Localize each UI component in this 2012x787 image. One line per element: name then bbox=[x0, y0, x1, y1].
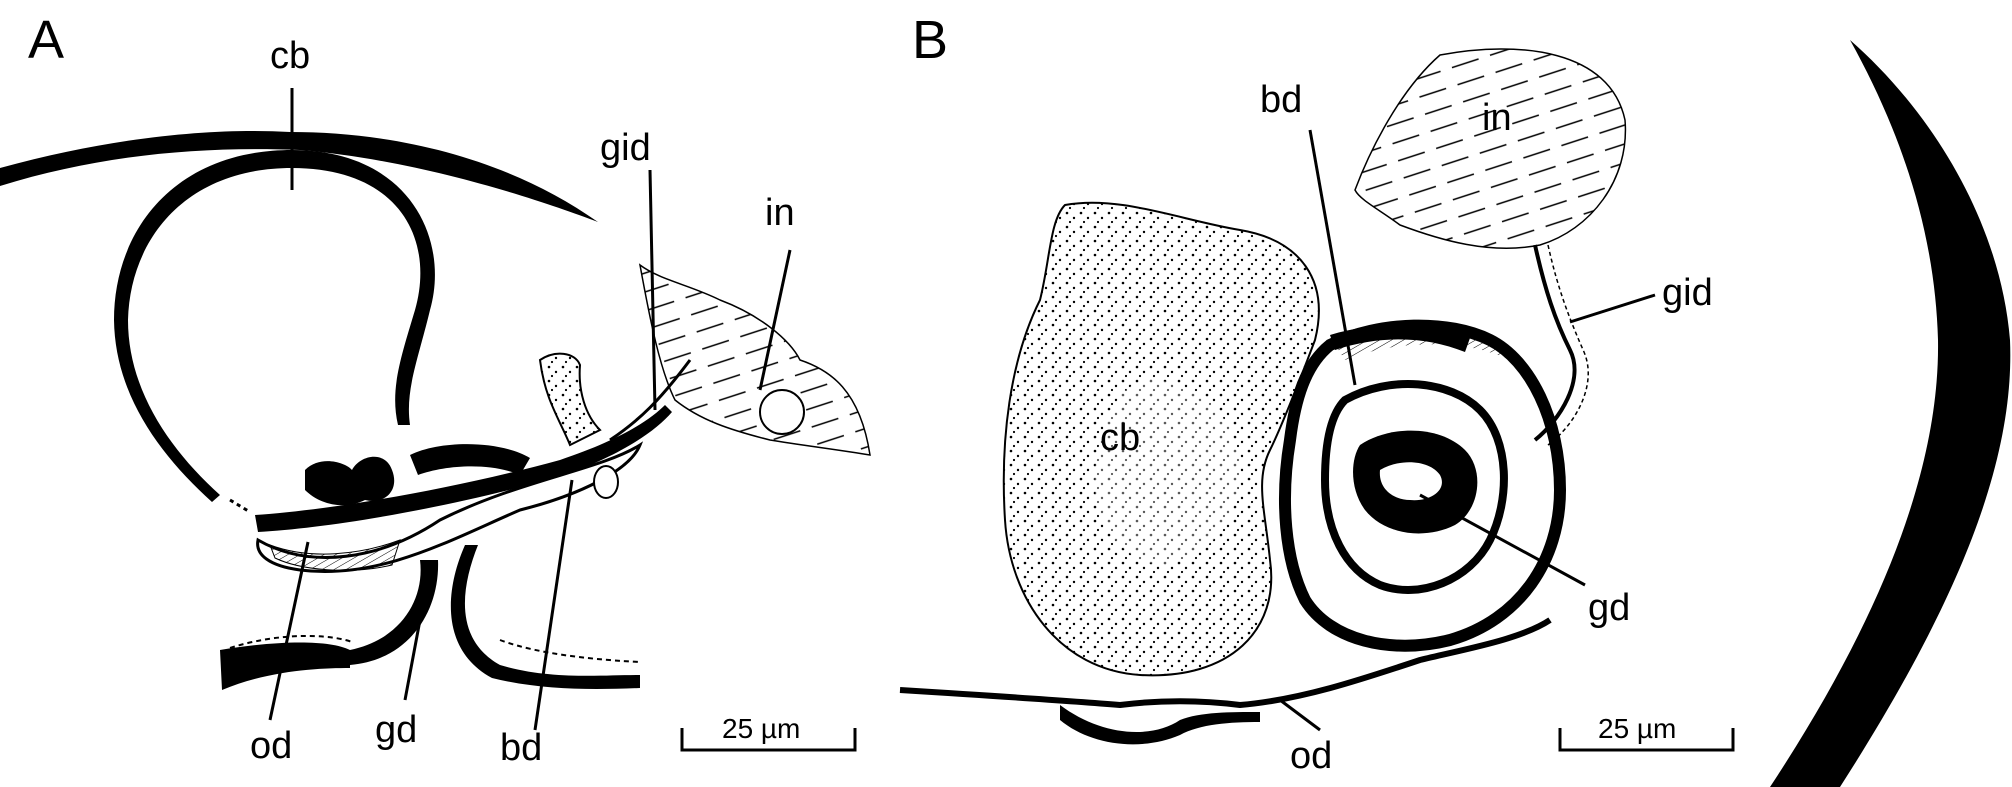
panel-b-label-od: od bbox=[1290, 735, 1332, 777]
panel-a-base-dashed bbox=[229, 634, 641, 663]
panel-a-bursa-pore bbox=[229, 498, 251, 514]
panel-b-label-gid: gid bbox=[1662, 272, 1713, 314]
panel-a-blob-right bbox=[410, 444, 530, 475]
panel-b-scale-label: 25 µm bbox=[1598, 713, 1676, 744]
panel-a-scale-bar bbox=[680, 728, 857, 752]
panel-b-label-in: in bbox=[1482, 97, 1512, 139]
panel-a-gonoduct-left bbox=[350, 560, 439, 665]
panel-b-intestine bbox=[1354, 48, 1627, 249]
panel-b-label-cb: cb bbox=[1100, 417, 1140, 459]
panel-a-label-gid: gid bbox=[600, 127, 651, 169]
panel-b-body-wall bbox=[1770, 40, 2011, 787]
panel-b-genito-intestinal-duct bbox=[1533, 244, 1577, 442]
panel-b-outer-wall bbox=[1279, 319, 1567, 652]
panel-b: B bd in cb gid gd od 25 µm bbox=[899, 10, 2011, 787]
panel-b-leader-bd bbox=[1308, 129, 1357, 386]
panel-a-label-in: in bbox=[765, 192, 795, 234]
panel-a-duct-cross-section bbox=[593, 465, 619, 499]
panel-b-oviduct bbox=[899, 617, 1552, 709]
panel-b-gid-outline bbox=[1547, 244, 1589, 446]
panel-b-middle-wall bbox=[1320, 380, 1508, 594]
panel-b-bursa-lumen bbox=[1094, 380, 1240, 565]
panel-a-body-wall bbox=[0, 130, 598, 222]
panel-b-inner-lumen bbox=[1379, 462, 1442, 501]
panel-b-bursa bbox=[1002, 201, 1320, 677]
panel-a-leader-bd bbox=[533, 479, 574, 731]
panel-a-leader-gid bbox=[648, 169, 657, 411]
panel-b-top-band bbox=[1330, 324, 1470, 352]
panel-b-label-gd: gd bbox=[1588, 587, 1630, 629]
panel-b-leader-gd bbox=[1419, 493, 1586, 587]
panel-a-blob-cluster bbox=[305, 456, 395, 506]
panel-b-label-bd: bd bbox=[1260, 79, 1302, 121]
panel-a-label-gd: gd bbox=[375, 709, 417, 751]
panel-b-leader-gid bbox=[1569, 293, 1656, 324]
panel-a-intestine bbox=[638, 263, 871, 456]
panel-a-gonoduct-right bbox=[450, 545, 640, 689]
panel-b-scale-bar bbox=[1558, 728, 1735, 752]
panel-a-label-bd: bd bbox=[500, 727, 542, 769]
panel-a-stippled-gland bbox=[538, 352, 602, 447]
panel-b-oviduct-base bbox=[1060, 705, 1260, 745]
panel-a-label-cb: cb bbox=[270, 35, 310, 77]
panel-a-label-od: od bbox=[250, 725, 292, 767]
panel-b-leader-od bbox=[1279, 698, 1321, 732]
panel-a-bursa-wall bbox=[114, 150, 435, 502]
panel-a: A cb gid in bbox=[0, 10, 871, 769]
panel-a-letter: A bbox=[28, 10, 64, 70]
panel-b-letter: B bbox=[912, 10, 948, 70]
panel-a-intestine-lumen bbox=[759, 389, 805, 435]
panel-a-oviduct bbox=[255, 405, 672, 532]
panel-a-leader-gd bbox=[403, 619, 422, 701]
panel-a-leader-od bbox=[268, 541, 310, 721]
panel-a-scale-label: 25 µm bbox=[722, 713, 800, 744]
panel-a-leader-in bbox=[758, 249, 792, 391]
panel-a-base-tissue bbox=[220, 642, 350, 690]
